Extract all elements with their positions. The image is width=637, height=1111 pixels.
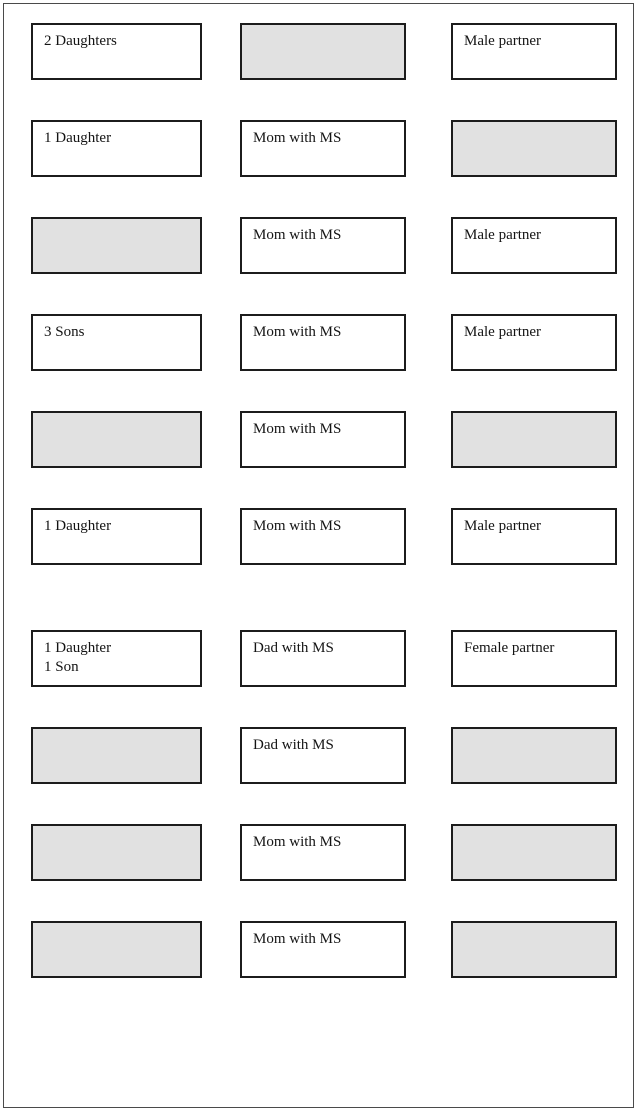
box-label: Dad with MS — [253, 737, 334, 753]
box-label: Mom with MS — [253, 130, 342, 146]
parent-box: Mom with MS — [240, 411, 406, 468]
family-row: Mom with MS Male partner — [31, 217, 637, 274]
children-box — [31, 824, 202, 881]
parent-box: Mom with MS — [240, 921, 406, 978]
children-box — [31, 727, 202, 784]
children-box: 3 Sons — [31, 314, 202, 371]
parent-box: Mom with MS — [240, 217, 406, 274]
family-row: 1 Daughter Mom with MS — [31, 120, 637, 177]
family-row: 1 Daughter Mom with MS Male partner — [31, 508, 637, 565]
box-label: Mom with MS — [253, 421, 342, 437]
partner-box: Male partner — [451, 23, 617, 80]
partner-box — [451, 824, 617, 881]
box-label: Mom with MS — [253, 834, 342, 850]
box-label: Mom with MS — [253, 227, 342, 243]
family-row: Mom with MS — [31, 411, 637, 468]
box-label: 3 Sons — [44, 324, 85, 340]
family-row: Mom with MS — [31, 824, 637, 881]
children-box: 2 Daughters — [31, 23, 202, 80]
box-label: 1 Daughter — [44, 130, 112, 146]
partner-box: Female partner — [451, 630, 617, 687]
box-label: 1 Son — [44, 659, 79, 675]
box-label: Mom with MS — [253, 324, 342, 340]
parent-box: Mom with MS — [240, 508, 406, 565]
partner-box: Male partner — [451, 314, 617, 371]
family-row: 2 Daughters Male partner — [31, 23, 637, 80]
family-row: Dad with MS — [31, 727, 637, 784]
parent-box: Mom with MS — [240, 314, 406, 371]
partner-box — [451, 411, 617, 468]
family-row: 1 Daughter 1 Son Dad with MS Female part… — [31, 630, 637, 687]
box-label: Male partner — [464, 33, 542, 49]
partner-box: Male partner — [451, 508, 617, 565]
box-label: Male partner — [464, 227, 542, 243]
partner-box: Male partner — [451, 217, 617, 274]
parent-box: Dad with MS — [240, 727, 406, 784]
family-row: 3 Sons Mom with MS Male partner — [31, 314, 637, 371]
parent-box — [240, 23, 406, 80]
children-box — [31, 921, 202, 978]
box-label: Mom with MS — [253, 518, 342, 534]
parent-box: Mom with MS — [240, 824, 406, 881]
box-label: Mom with MS — [253, 931, 342, 947]
box-label: Dad with MS — [253, 640, 334, 656]
partner-box — [451, 120, 617, 177]
box-label: 1 Daughter — [44, 640, 112, 656]
children-box — [31, 411, 202, 468]
box-label: Male partner — [464, 324, 542, 340]
children-box: 1 Daughter — [31, 120, 202, 177]
box-label: 1 Daughter — [44, 518, 112, 534]
partner-box — [451, 921, 617, 978]
box-label: 2 Daughters — [44, 33, 117, 49]
box-label: Female partner — [464, 640, 555, 656]
box-label: Male partner — [464, 518, 542, 534]
parent-box: Mom with MS — [240, 120, 406, 177]
parent-box: Dad with MS — [240, 630, 406, 687]
children-box: 1 Daughter 1 Son — [31, 630, 202, 687]
children-box — [31, 217, 202, 274]
children-box: 1 Daughter — [31, 508, 202, 565]
partner-box — [451, 727, 617, 784]
family-row: Mom with MS — [31, 921, 637, 978]
